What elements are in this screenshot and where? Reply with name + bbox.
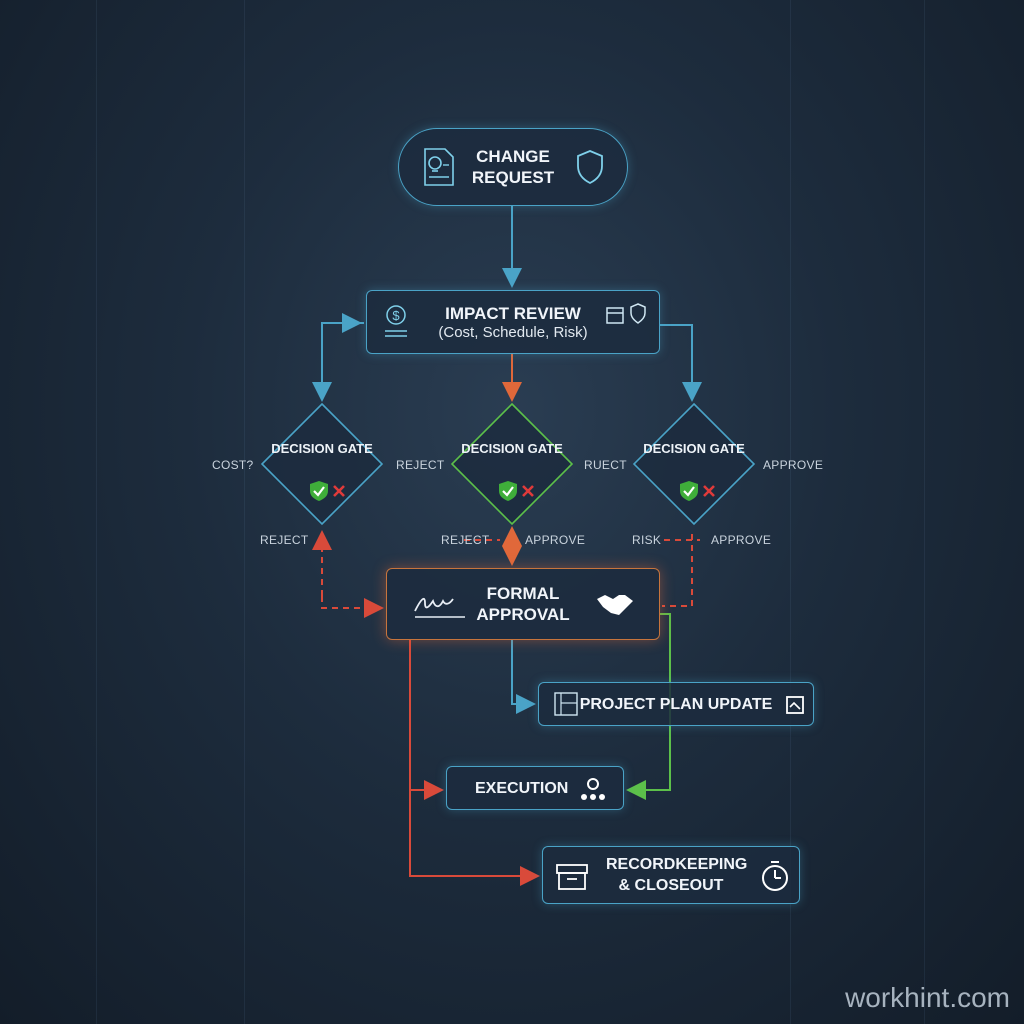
document-idea-icon [424, 148, 454, 186]
cross-icon [703, 485, 715, 497]
decision-gate-right[interactable] [632, 402, 756, 526]
recordkeeping-label: RECORDKEEPING & CLOSEOUT [606, 856, 748, 894]
shield-small-icon [630, 303, 646, 324]
decision-gate-left[interactable] [260, 402, 384, 526]
gate-right-label: DECISION GATE [643, 441, 745, 456]
background-line [924, 0, 925, 1024]
check-icon [310, 481, 328, 501]
impact-review-subtitle: (Cost, Schedule, Risk) [438, 324, 588, 341]
edge-label-approve: APPROVE [711, 533, 772, 547]
cross-icon [522, 485, 534, 497]
edge-label-approve: APPROVE [525, 533, 586, 547]
edge-label-reject: REJECT [396, 458, 445, 472]
change-request-node[interactable]: CHANGE REQUEST [398, 128, 628, 206]
decision-gate-mid[interactable] [450, 402, 574, 526]
gate-left-label: DECISION GATE [271, 441, 373, 456]
background-line [96, 0, 97, 1024]
edge-label-approve: APPROVE [763, 458, 824, 472]
cross-icon [333, 485, 345, 497]
plan-icon [786, 696, 804, 714]
calendar-icon [606, 307, 624, 324]
formal-approval-node[interactable]: FORMAL APPROVAL [386, 568, 660, 640]
recordkeeping-closeout-node[interactable]: RECORDKEEPING & CLOSEOUT [542, 846, 800, 904]
formal-approval-label: FORMAL APPROVAL [476, 584, 570, 624]
edge-label-reject: REJECT [260, 533, 309, 547]
stopwatch-icon [762, 861, 788, 891]
dollar-icon: $ [385, 305, 407, 337]
edge-label-risk: RISK [632, 533, 662, 547]
change-request-label: CHANGE REQUEST [471, 147, 555, 187]
blueprint-icon [554, 692, 578, 716]
svg-text:$: $ [392, 308, 400, 323]
archive-box-icon [556, 864, 588, 890]
check-icon [680, 481, 698, 501]
execution-node[interactable]: EXECUTION [446, 766, 624, 810]
handshake-icon [597, 595, 633, 615]
gate-mid-label: DECISION GATE [461, 441, 563, 456]
execution-label: EXECUTION [475, 779, 569, 797]
watermark: workhint.com [845, 982, 1010, 1013]
signature-icon [414, 597, 465, 618]
gear-team-icon [581, 778, 605, 800]
edge-label-reject: RUECT [584, 458, 627, 472]
impact-review-node[interactable]: $ IMPACT REVIEW (Cost, Schedule, Risk) [366, 290, 660, 354]
edge-label-reject: REJECT [441, 533, 490, 547]
background-line [790, 0, 791, 1024]
project-plan-update-node[interactable]: PROJECT PLAN UPDATE [538, 682, 814, 726]
edge-label-cost: COST? [212, 458, 254, 472]
impact-review-title: IMPACT REVIEW [445, 304, 581, 323]
background-line [244, 0, 245, 1024]
check-icon [499, 481, 517, 501]
project-plan-update-label: PROJECT PLAN UPDATE [579, 695, 773, 713]
shield-icon [577, 150, 603, 185]
